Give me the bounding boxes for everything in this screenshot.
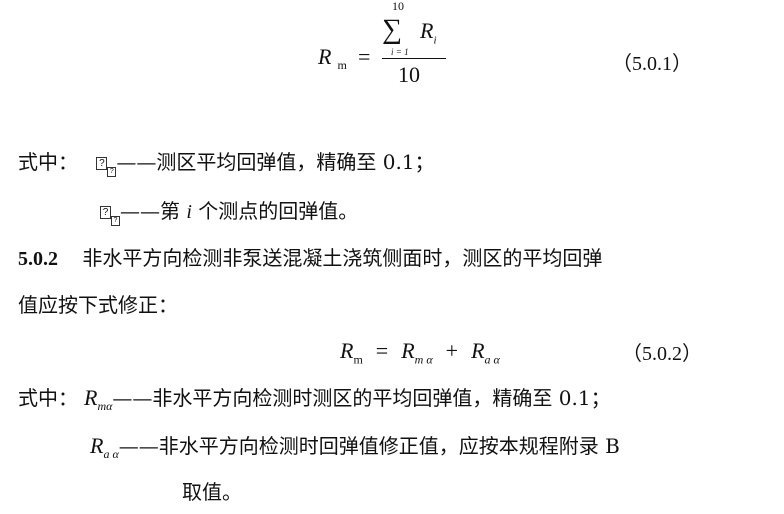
where-label: 式中： <box>18 150 78 174</box>
where2-line3: 取值。 <box>182 480 242 504</box>
fraction-bar <box>382 58 446 59</box>
sum-symbol: ∑ <box>382 14 402 45</box>
where2-line2: Ra α——非水平方向检测时回弹值修正值，应按本规程附录 B <box>90 433 620 462</box>
eq2-number: （5.0.2） <box>622 343 702 365</box>
eq1-number: （5.0.1） <box>612 53 692 75</box>
equation-5-0-2: Rm = Rm α + Ra α <box>340 338 500 367</box>
missing-glyph-icon: ?? <box>96 150 117 177</box>
def-rm: ——测区平均回弹值，精确至 0.1； <box>116 150 435 174</box>
section-text-cont: 值应按下式修正： <box>18 293 178 317</box>
section-5-0-2: 5.0.2 非水平方向检测非泵送混凝土浇筑侧面时，测区的平均回弹 <box>18 246 602 271</box>
section-text: 非水平方向检测非泵送混凝土浇筑侧面时，测区的平均回弹 <box>82 246 603 270</box>
eq1-term: Ri <box>420 18 437 47</box>
sum-lower: i = 1 <box>391 47 409 57</box>
sum-upper: 10 <box>392 0 404 13</box>
where1-line1: 式中： ??——测区平均回弹值，精确至 0.1； <box>18 150 435 177</box>
section-number: 5.0.2 <box>18 248 58 270</box>
where1-line2: ??——第 i 个测点的回弹值。 <box>100 199 358 226</box>
eq1-equals: = <box>358 44 371 69</box>
where2-line1: 式中：Rmα——非水平方向检测时测区的平均回弹值，精确至 0.1； <box>18 385 611 414</box>
eq1-denominator: 10 <box>398 62 420 87</box>
missing-glyph-icon: ?? <box>100 199 120 226</box>
